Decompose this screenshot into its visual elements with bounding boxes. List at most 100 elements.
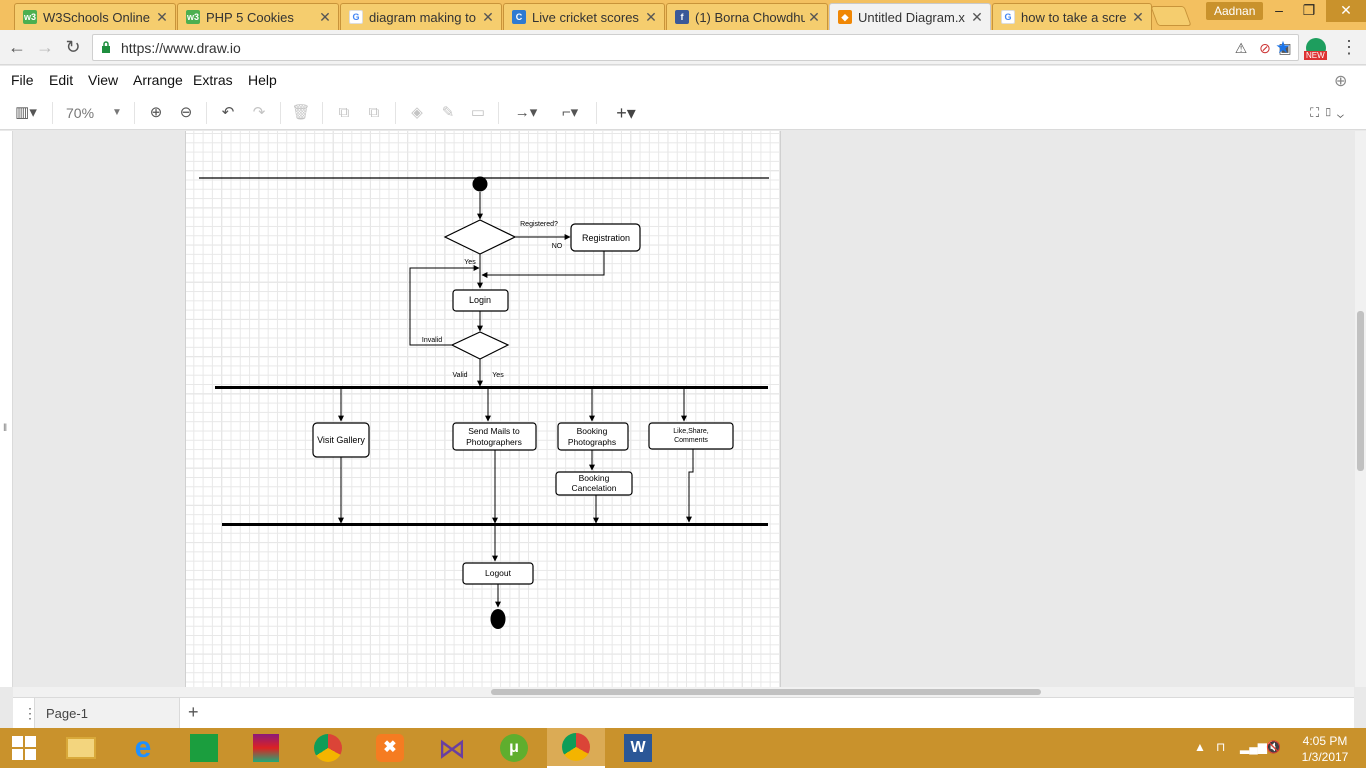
tab-label: Untitled Diagram.x bbox=[858, 9, 965, 25]
insert-plus-icon[interactable]: +▾ bbox=[616, 103, 636, 123]
vertical-scrollbar[interactable] bbox=[1355, 131, 1366, 687]
clock-date: 1/3/2017 bbox=[1301, 750, 1349, 764]
end-node[interactable] bbox=[490, 609, 506, 629]
tray-chevron-up-icon[interactable]: ▲ bbox=[1194, 740, 1206, 754]
xampp-icon[interactable]: ✖ bbox=[361, 728, 419, 768]
start-node[interactable] bbox=[472, 176, 488, 192]
tab-php-cookies[interactable]: w3 PHP 5 Cookies ✕ bbox=[177, 3, 339, 30]
menu-extras[interactable]: Extras bbox=[193, 72, 233, 88]
close-icon[interactable]: ✕ bbox=[482, 8, 494, 25]
horizontal-scrollbar[interactable] bbox=[13, 687, 1354, 697]
chrome-icon[interactable] bbox=[299, 728, 357, 768]
menu-bar: File Edit View Arrange Extras Help ⊕ bbox=[0, 66, 1366, 96]
line-color-icon[interactable]: ✎ bbox=[441, 104, 455, 121]
connection-style-icon[interactable]: →▾ bbox=[514, 104, 538, 121]
zoom-select[interactable]: 70%▼ bbox=[66, 102, 124, 124]
zoom-out-icon[interactable]: ⊖ bbox=[179, 104, 193, 121]
tab-diagram-making[interactable]: G diagram making to ✕ bbox=[340, 3, 502, 30]
delete-icon[interactable]: 🗑 bbox=[291, 104, 311, 121]
utorrent-icon[interactable]: μ bbox=[485, 728, 543, 768]
fullscreen-collapse-icon[interactable]: ⛶ ▯ ⌄ bbox=[1310, 105, 1344, 120]
vertical-scroll-thumb[interactable] bbox=[1357, 311, 1364, 471]
to-front-icon[interactable]: ⧉ bbox=[338, 104, 350, 121]
google-icon: G bbox=[349, 10, 363, 24]
tab-cricket[interactable]: C Live cricket scores ✕ bbox=[503, 3, 665, 30]
close-icon[interactable]: ✕ bbox=[808, 8, 820, 25]
fill-color-icon[interactable]: ◈ bbox=[411, 104, 423, 121]
separator bbox=[52, 102, 53, 124]
format-panel-icon[interactable]: ▥▾ bbox=[15, 104, 37, 121]
file-explorer-icon[interactable] bbox=[52, 728, 110, 768]
profile-button[interactable]: Aadnan bbox=[1206, 2, 1264, 20]
minimize-icon[interactable]: – bbox=[1275, 2, 1283, 18]
booking-cancelation-box[interactable] bbox=[555, 471, 633, 496]
pages-menu-icon[interactable]: ⋮ bbox=[23, 705, 37, 721]
chrome-menu-icon[interactable]: ⋮ bbox=[1340, 37, 1358, 57]
menu-file[interactable]: File bbox=[11, 72, 34, 88]
menu-help[interactable]: Help bbox=[248, 72, 277, 88]
w3schools-icon: w3 bbox=[23, 10, 37, 24]
menu-arrange[interactable]: Arrange bbox=[133, 72, 183, 88]
tab-untitled-diagram[interactable]: ◆ Untitled Diagram.x ✕ bbox=[829, 3, 991, 30]
blocked-icon[interactable]: ⊘ bbox=[1259, 40, 1271, 56]
visual-studio-icon[interactable]: ⋈ bbox=[438, 732, 466, 764]
horizontal-scroll-thumb[interactable] bbox=[491, 689, 1041, 695]
winrar-icon[interactable] bbox=[237, 728, 295, 768]
waypoint-style-icon[interactable]: ⌐▾ bbox=[561, 104, 579, 121]
chrome-active-icon[interactable] bbox=[547, 728, 605, 768]
volume-muted-icon[interactable]: 🔇 bbox=[1266, 740, 1281, 754]
tab-w3schools[interactable]: w3 W3Schools Online ✕ bbox=[14, 3, 176, 30]
label-like-2: Comments bbox=[674, 437, 708, 444]
label-registration: Registration bbox=[582, 233, 630, 243]
tab-label: W3Schools Online bbox=[43, 9, 150, 25]
tab-facebook[interactable]: f (1) Borna Chowdhu ✕ bbox=[666, 3, 828, 30]
save-icon[interactable]: ▣ bbox=[1278, 40, 1292, 56]
redo-icon[interactable]: ↷ bbox=[252, 104, 266, 121]
close-window-icon[interactable]: ✕ bbox=[1326, 0, 1366, 22]
like-share-box[interactable] bbox=[648, 422, 734, 450]
label-invalid: Invalid bbox=[422, 337, 442, 344]
page-tab[interactable]: Page-1 bbox=[34, 698, 180, 728]
registration-box[interactable] bbox=[570, 223, 641, 252]
join-bar[interactable] bbox=[222, 523, 768, 526]
system-clock[interactable]: 4:05 PM 1/3/2017 bbox=[1292, 733, 1358, 765]
globe-icon[interactable]: ⊕ bbox=[1334, 73, 1348, 90]
decision-registered[interactable] bbox=[443, 219, 517, 255]
undo-icon[interactable]: ↶ bbox=[221, 104, 235, 121]
store-icon[interactable] bbox=[175, 728, 233, 768]
forward-arrow-icon[interactable]: → bbox=[36, 37, 54, 57]
reload-icon[interactable]: ↻ bbox=[65, 37, 81, 57]
close-icon[interactable]: ✕ bbox=[645, 8, 657, 25]
word-icon[interactable]: W bbox=[609, 728, 667, 768]
menu-view[interactable]: View bbox=[88, 72, 119, 88]
internet-explorer-icon[interactable]: e bbox=[134, 731, 152, 764]
close-icon[interactable]: ✕ bbox=[971, 8, 983, 25]
tab-screenshot-search[interactable]: G how to take a scre ✕ bbox=[992, 3, 1152, 30]
label-cancel-1: Booking bbox=[579, 473, 610, 483]
add-page-button[interactable]: + bbox=[188, 702, 199, 722]
shadow-icon[interactable]: ▭ bbox=[470, 104, 486, 121]
booking-photographs-box[interactable] bbox=[557, 422, 629, 451]
new-tab-button[interactable] bbox=[1150, 6, 1192, 26]
menu-edit[interactable]: Edit bbox=[49, 72, 74, 88]
label-send-mails-2: Photographers bbox=[466, 437, 522, 447]
close-icon[interactable]: ✕ bbox=[319, 8, 331, 25]
extension-icon[interactable]: ⚠ bbox=[1234, 40, 1248, 56]
fork-bar[interactable] bbox=[215, 386, 768, 389]
zoom-in-icon[interactable]: ⊕ bbox=[149, 104, 163, 121]
start-button[interactable] bbox=[0, 728, 48, 768]
separator bbox=[134, 102, 135, 124]
restore-icon[interactable]: ❐ bbox=[1302, 2, 1316, 18]
wifi-signal-icon[interactable]: ▂▄▆ bbox=[1240, 740, 1267, 754]
sidebar-collapsed-handle[interactable]: ‖ bbox=[0, 131, 13, 687]
drag-handle-icon: ‖ bbox=[3, 423, 8, 434]
to-back-icon[interactable]: ⧉ bbox=[368, 104, 380, 121]
close-icon[interactable]: ✕ bbox=[156, 8, 168, 25]
bookmark-star-icon[interactable]: ★ bbox=[1275, 38, 1291, 57]
close-icon[interactable]: ✕ bbox=[1132, 8, 1144, 25]
url-input[interactable]: https://www.draw.io ⚠ ⊘ ▣ ★ bbox=[92, 34, 1299, 61]
diagram-canvas[interactable]: Registered? NO Registration Yes Login In… bbox=[185, 131, 781, 687]
decision-valid[interactable] bbox=[450, 331, 510, 360]
back-arrow-icon[interactable]: ← bbox=[8, 37, 26, 57]
network-adapter-icon[interactable]: ⊓ bbox=[1216, 740, 1226, 754]
